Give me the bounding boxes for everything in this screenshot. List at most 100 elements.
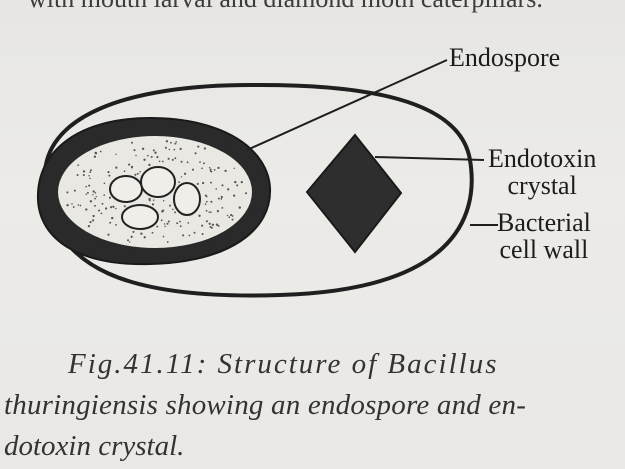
stipple-dot <box>107 234 109 236</box>
stipple-dot <box>134 174 136 176</box>
stipple-dot <box>115 224 117 226</box>
endotoxin-crystal-label-line2: crystal <box>488 172 596 199</box>
stipple-dot <box>159 160 161 162</box>
stipple-dot <box>115 154 116 155</box>
stipple-dot <box>234 181 236 183</box>
stipple-dot <box>131 142 133 144</box>
stipple-dot <box>83 170 85 172</box>
stipple-dot <box>181 161 183 163</box>
stipple-dot <box>198 215 200 217</box>
stipple-dot <box>216 224 218 226</box>
stipple-dot <box>209 223 211 225</box>
stipple-dot <box>169 205 171 207</box>
stipple-dot <box>156 226 158 228</box>
stipple-dot <box>85 208 87 210</box>
inclusion-body <box>122 205 158 229</box>
stipple-dot <box>210 201 212 203</box>
stipple-dot <box>187 161 189 163</box>
stipple-dot <box>128 164 130 166</box>
stipple-dot <box>174 211 176 213</box>
stipple-dot <box>227 188 229 190</box>
stipple-dot <box>127 239 129 241</box>
stipple-dot <box>199 161 201 163</box>
stipple-dot <box>107 171 109 173</box>
stipple-dot <box>98 209 100 211</box>
inclusion-body <box>110 176 142 202</box>
stipple-dot <box>208 211 209 212</box>
endotoxin-crystal-label-line1: Endotoxin <box>488 145 596 172</box>
caption-line-1: Fig.41.11: Structure of Bacillus <box>4 344 622 385</box>
stipple-dot <box>174 143 176 145</box>
stipple-dot <box>85 194 87 196</box>
stipple-dot <box>161 219 163 221</box>
stipple-dot <box>92 219 94 221</box>
stipple-dot <box>201 167 203 169</box>
stipple-dot <box>227 215 228 216</box>
caption-line-3: dotoxin crystal. <box>4 426 622 467</box>
stipple-dot <box>180 225 182 227</box>
stipple-dot <box>209 167 210 168</box>
stipple-dot <box>217 210 219 212</box>
stipple-dot <box>112 206 114 208</box>
stipple-dot <box>210 169 212 171</box>
stipple-dot <box>80 205 82 207</box>
stipple-dot <box>164 223 165 224</box>
stipple-dot <box>245 192 247 194</box>
stipple-dot <box>195 152 197 154</box>
stipple-dot <box>131 166 133 168</box>
stipple-dot <box>165 147 167 149</box>
stipple-dot <box>101 213 103 215</box>
stipple-dot <box>95 152 97 154</box>
stipple-dot <box>153 149 155 151</box>
stipple-dot <box>202 182 204 184</box>
stipple-dot <box>197 183 199 185</box>
stipple-dot <box>104 183 106 185</box>
stipple-dot <box>151 156 153 158</box>
stipple-dot <box>94 198 96 200</box>
stipple-dot <box>221 196 223 198</box>
inclusion-body <box>141 167 175 197</box>
stipple-dot <box>187 222 189 224</box>
stipple-dot <box>95 192 97 194</box>
stipple-dot <box>211 171 213 173</box>
stipple-dot <box>90 200 92 202</box>
stipple-dot <box>144 236 146 238</box>
stipple-dot <box>102 203 104 205</box>
stipple-dot <box>108 175 110 177</box>
stipple-dot <box>156 156 158 158</box>
stipple-dot <box>232 219 234 221</box>
stipple-dot <box>90 169 92 171</box>
stipple-dot <box>137 173 139 175</box>
stipple-dot <box>109 197 111 199</box>
stipple-dot <box>153 199 155 201</box>
stipple-dot <box>148 164 150 166</box>
stipple-dot <box>211 227 213 229</box>
stipple-dot <box>133 149 135 151</box>
caption-line-2: thuringiensis showing an endospore and e… <box>4 385 622 426</box>
stipple-dot <box>210 211 212 213</box>
stipple-dot <box>234 168 235 169</box>
stipple-dot <box>92 215 94 217</box>
stipple-dot <box>214 169 216 171</box>
stipple-dot <box>94 156 96 158</box>
stipple-dot <box>89 178 91 180</box>
stipple-dot <box>88 225 90 227</box>
stipple-dot <box>172 159 174 161</box>
stipple-dot <box>182 234 184 236</box>
stipple-dot <box>148 198 150 200</box>
figure-caption: Fig.41.11: Structure of Bacillus thuring… <box>4 344 622 467</box>
stipple-dot <box>111 217 113 219</box>
stipple-dot <box>218 198 220 200</box>
stipple-dot <box>241 181 243 183</box>
stipple-dot <box>131 236 133 238</box>
inclusion-body <box>174 183 200 215</box>
stipple-dot <box>167 241 169 243</box>
stipple-dot <box>89 221 91 223</box>
stipple-dot <box>77 164 79 166</box>
bacterial-cell-wall-label: Bacterial cell wall <box>497 209 591 263</box>
stipple-dot <box>163 200 164 201</box>
stipple-dot <box>129 241 130 242</box>
stipple-dot <box>74 190 76 192</box>
stipple-dot <box>192 169 194 171</box>
